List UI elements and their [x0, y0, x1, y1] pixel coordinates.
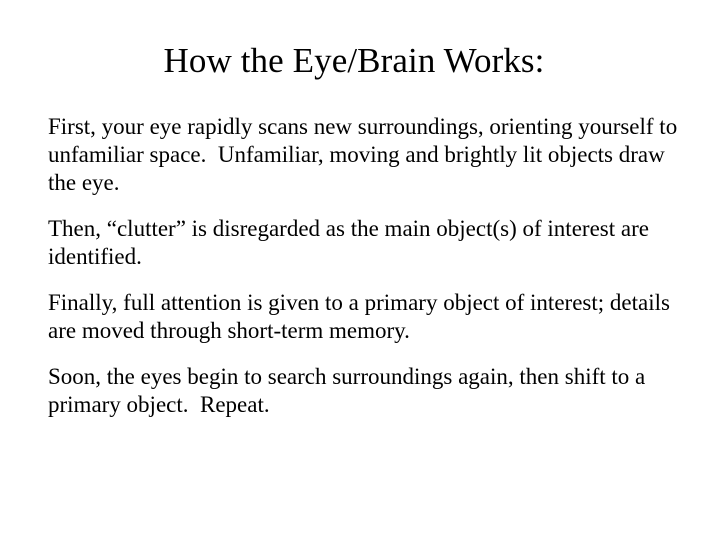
slide-title: How the Eye/Brain Works:	[163, 41, 545, 81]
body-paragraph-4: Soon, the eyes begin to search surroundi…	[48, 364, 651, 417]
body-paragraph-3: Finally, full attention is given to a pr…	[48, 290, 676, 343]
slide-body: First, your eye rapidly scans new surrou…	[48, 113, 680, 419]
body-paragraph-2: Then, “clutter” is disregarded as the ma…	[48, 216, 655, 269]
body-paragraph-1: First, your eye rapidly scans new surrou…	[48, 114, 683, 195]
